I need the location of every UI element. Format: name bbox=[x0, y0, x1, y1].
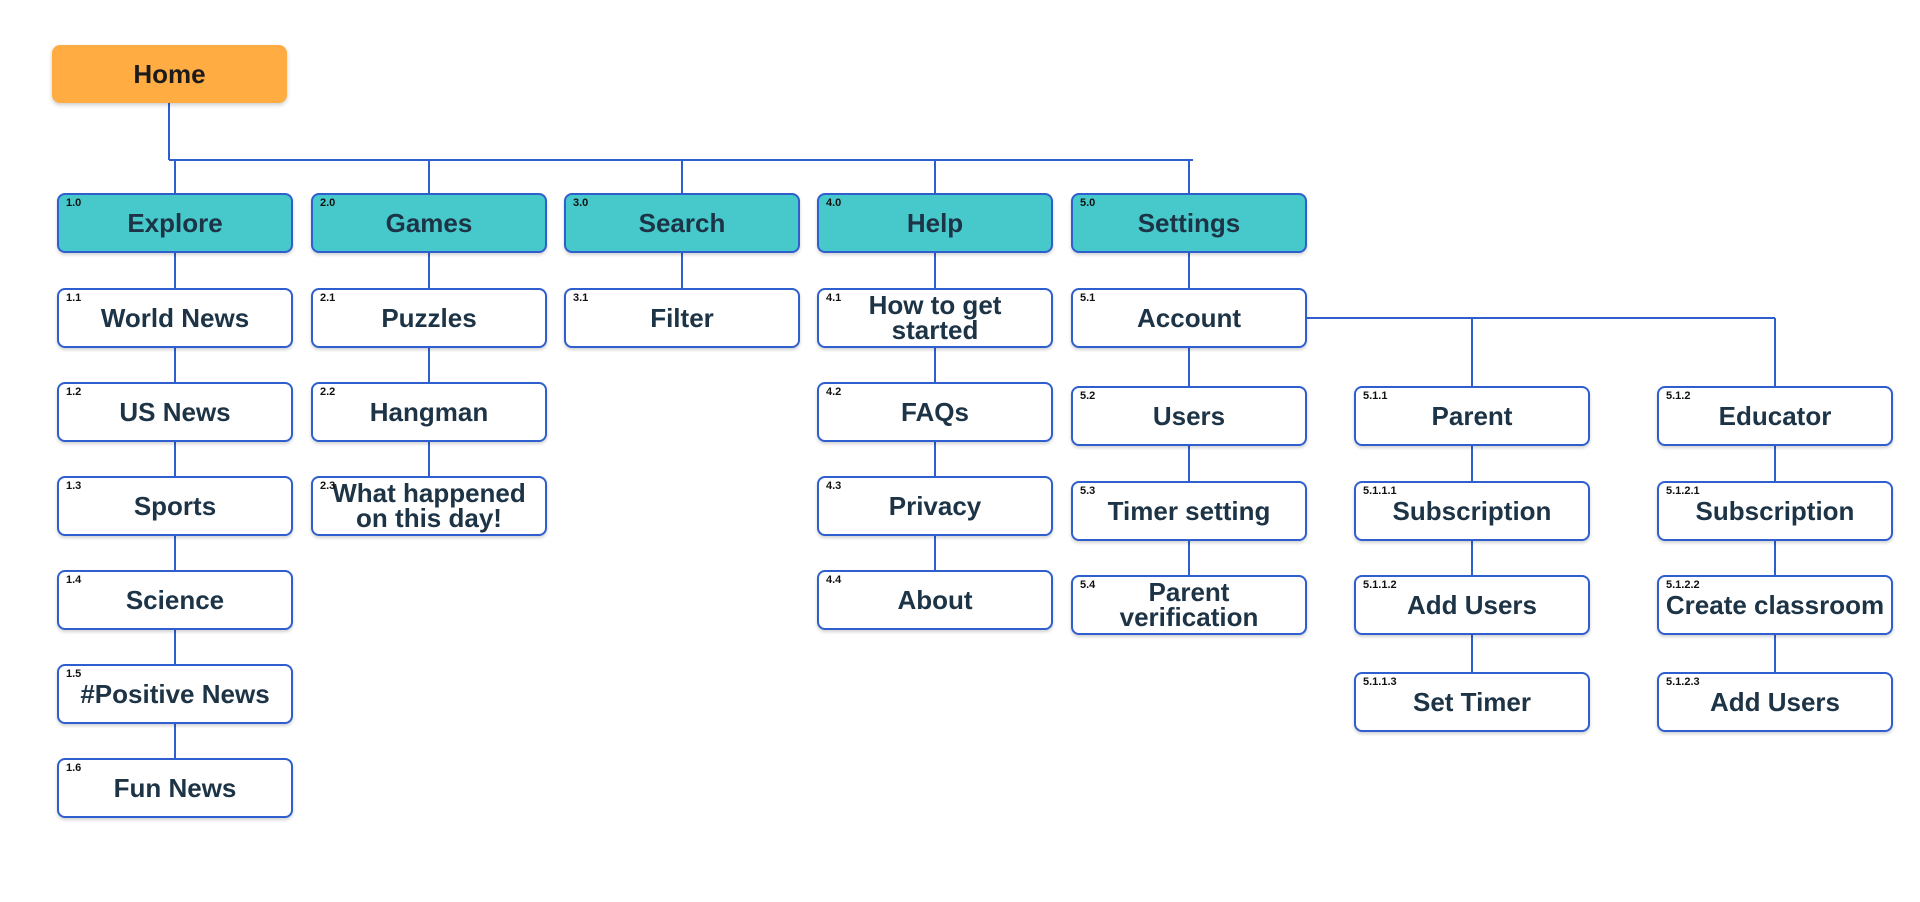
settings-item-4[interactable]: 5.4 Parent verification bbox=[1071, 575, 1307, 635]
node-label: Account bbox=[1137, 302, 1241, 333]
node-label: Parent verification bbox=[1119, 577, 1259, 632]
node-label: Games bbox=[385, 207, 473, 238]
node-label: Privacy bbox=[888, 490, 982, 521]
node-number: 2.0 bbox=[320, 197, 336, 209]
node-label: Home bbox=[133, 58, 206, 89]
node-label: Fun News bbox=[113, 772, 237, 803]
node-label: Search bbox=[638, 207, 726, 238]
node-number: 1.6 bbox=[66, 762, 82, 774]
node-number: 4.3 bbox=[826, 480, 842, 492]
node-number: 5.4 bbox=[1080, 579, 1096, 591]
node-label: US News bbox=[119, 396, 231, 427]
node-label: What happened on this day! bbox=[332, 478, 526, 533]
node-number: 1.1 bbox=[66, 292, 82, 304]
node-label: #Positive News bbox=[80, 678, 270, 709]
node-label: Subscription bbox=[1392, 495, 1552, 526]
node-number: 4.1 bbox=[826, 292, 842, 304]
node-label: FAQs bbox=[901, 396, 969, 427]
node-label: Filter bbox=[650, 302, 714, 333]
node-label: World News bbox=[100, 302, 250, 333]
node-number: 5.1.2 bbox=[1666, 390, 1691, 402]
node-label: Puzzles bbox=[381, 302, 477, 333]
node-number: 5.1.1 bbox=[1363, 390, 1388, 402]
node-number: 5.1.2.1 bbox=[1666, 485, 1700, 497]
node-number: 5.2 bbox=[1080, 390, 1096, 402]
node-label: Timer setting bbox=[1107, 495, 1271, 526]
node-label: Set Timer bbox=[1412, 686, 1531, 717]
node-label: Educator bbox=[1718, 400, 1832, 431]
node-number: 5.1.1.2 bbox=[1363, 579, 1397, 591]
node-number: 1.0 bbox=[66, 197, 82, 209]
node-label: Help bbox=[906, 207, 964, 238]
node-label: Explore bbox=[127, 207, 223, 238]
node-number: 5.1.2.2 bbox=[1666, 579, 1700, 591]
node-number: 5.3 bbox=[1080, 485, 1096, 497]
node-label: How to get started bbox=[868, 290, 1002, 345]
node-number: 3.0 bbox=[573, 197, 589, 209]
node-number: 5.0 bbox=[1080, 197, 1096, 209]
node-label: About bbox=[897, 584, 973, 615]
node-number: 1.2 bbox=[66, 386, 82, 398]
node-number: 3.1 bbox=[573, 292, 589, 304]
node-number: 5.1.1.3 bbox=[1363, 676, 1397, 688]
node-label: Science bbox=[125, 584, 225, 615]
node-label: Subscription bbox=[1695, 495, 1855, 526]
node-label: Users bbox=[1152, 400, 1226, 431]
node-label: Create classroom bbox=[1665, 589, 1885, 620]
node-number: 4.2 bbox=[826, 386, 842, 398]
node-label: Add Users bbox=[1406, 589, 1538, 620]
node-label: Settings bbox=[1137, 207, 1241, 238]
node-label: Add Users bbox=[1709, 686, 1841, 717]
explore-item-2[interactable]: 1.2 US News bbox=[57, 382, 293, 442]
node-number: 2.2 bbox=[320, 386, 336, 398]
node-number: 5.1.1.1 bbox=[1363, 485, 1397, 497]
node-number: 5.1 bbox=[1080, 292, 1096, 304]
node-label: Parent bbox=[1431, 400, 1513, 431]
explore-item-5[interactable]: 1.5#Positive News bbox=[57, 664, 293, 724]
home-node[interactable]: Home bbox=[52, 45, 287, 103]
node-number: 5.1.2.3 bbox=[1666, 676, 1700, 688]
node-label: Hangman bbox=[369, 396, 489, 427]
node-label: Sports bbox=[133, 490, 217, 521]
node-number: 4.0 bbox=[826, 197, 842, 209]
node-number: 1.4 bbox=[66, 574, 82, 586]
node-number: 1.5 bbox=[66, 668, 82, 680]
node-number: 2.1 bbox=[320, 292, 336, 304]
node-number: 1.3 bbox=[66, 480, 82, 492]
node-number: 4.4 bbox=[826, 574, 842, 586]
help-item-1[interactable]: 4.1 How to get started bbox=[817, 288, 1053, 348]
node-number: 2.3 bbox=[320, 480, 336, 492]
